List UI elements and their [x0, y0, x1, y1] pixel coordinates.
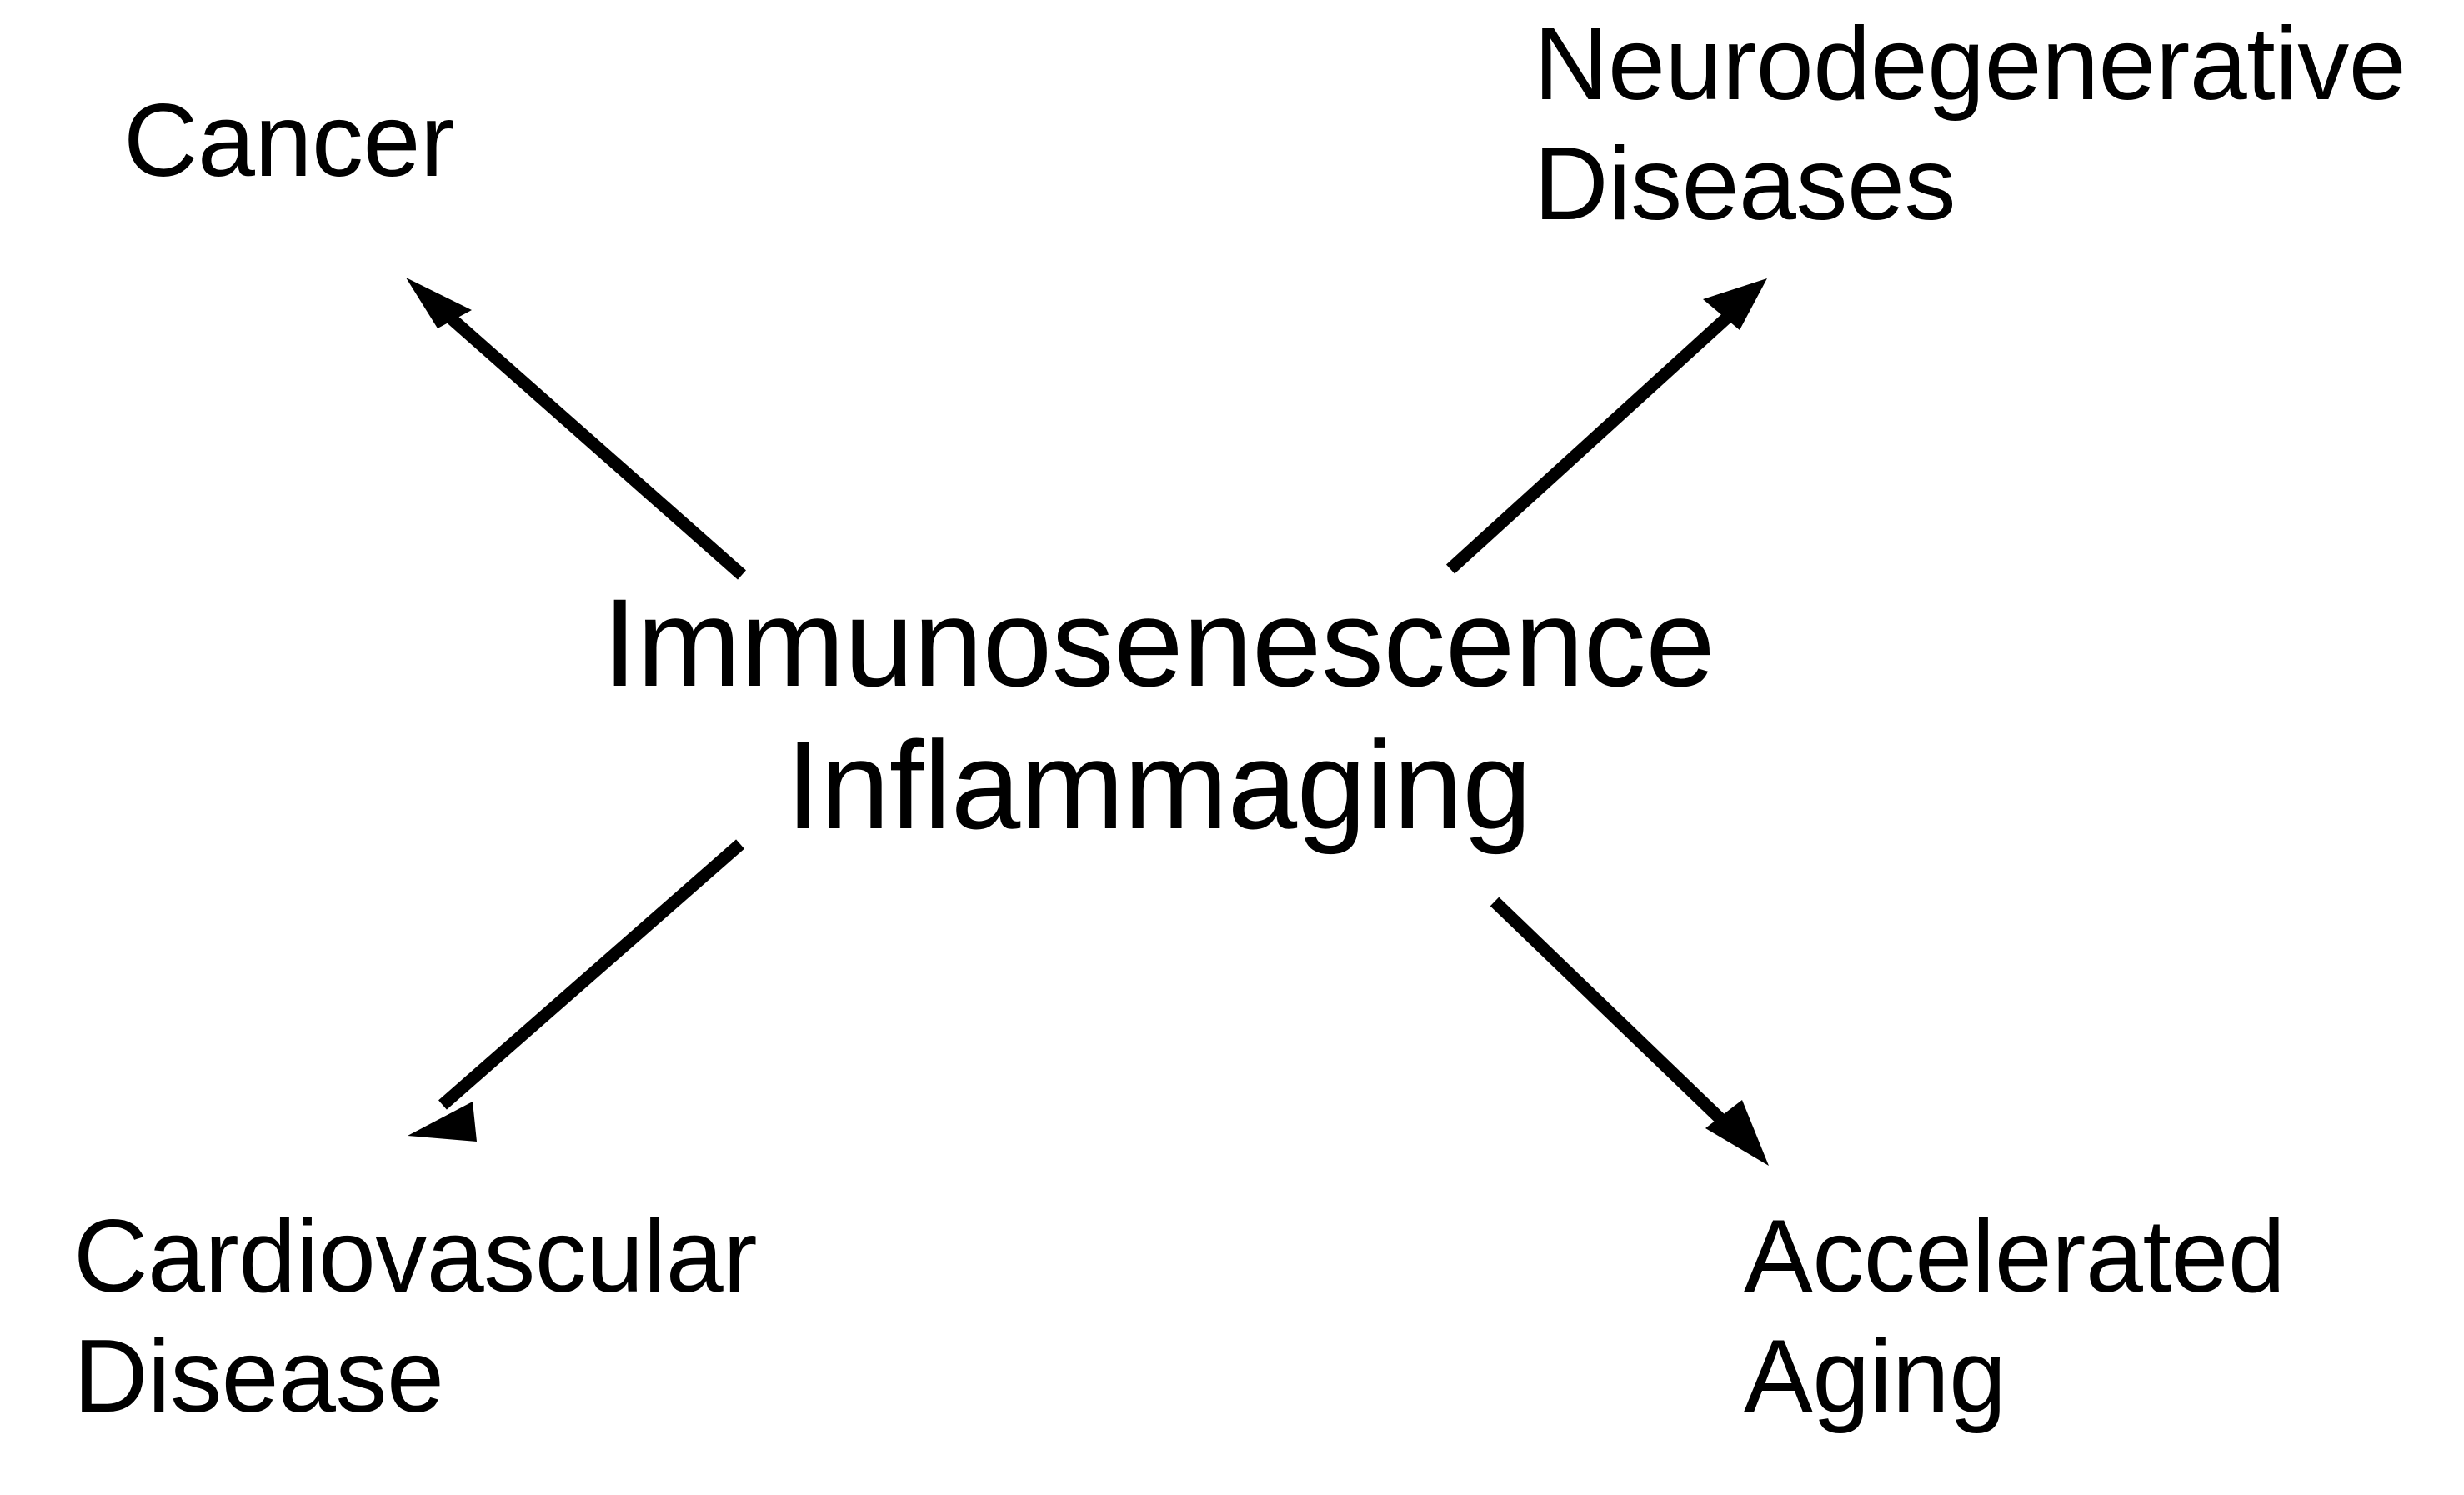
edge-to-cardiovascular-disease-arrowhead: [408, 1102, 477, 1142]
edge-to-neurodegenerative-diseases-shaft: [1445, 304, 1741, 574]
edge-to-cancer-shaft: [438, 305, 746, 580]
edge-to-accelerated-aging-arrowhead: [1705, 1100, 1769, 1166]
edge-to-cardiovascular-disease: [408, 839, 744, 1142]
node-immunosenescence-inflammaging: Immunosenescence Inflammaging: [602, 572, 1715, 855]
edge-to-neurodegenerative-diseases-arrowhead: [1703, 278, 1767, 330]
edge-to-cancer-arrowhead: [406, 278, 472, 328]
node-neurodegenerative-diseases: Neurodegenerative Diseases: [1534, 7, 2406, 242]
node-cardiovascular-disease: Cardiovascular Disease: [73, 1199, 758, 1434]
edge-to-cardiovascular-disease-shaft: [438, 839, 744, 1110]
edge-to-neurodegenerative-diseases: [1445, 278, 1767, 574]
node-cancer: Cancer: [123, 83, 454, 198]
edge-to-accelerated-aging-shaft: [1490, 897, 1743, 1141]
edge-to-accelerated-aging: [1490, 897, 1769, 1166]
edge-to-cancer: [406, 278, 746, 580]
node-accelerated-aging: Accelerated Aging: [1744, 1199, 2286, 1434]
